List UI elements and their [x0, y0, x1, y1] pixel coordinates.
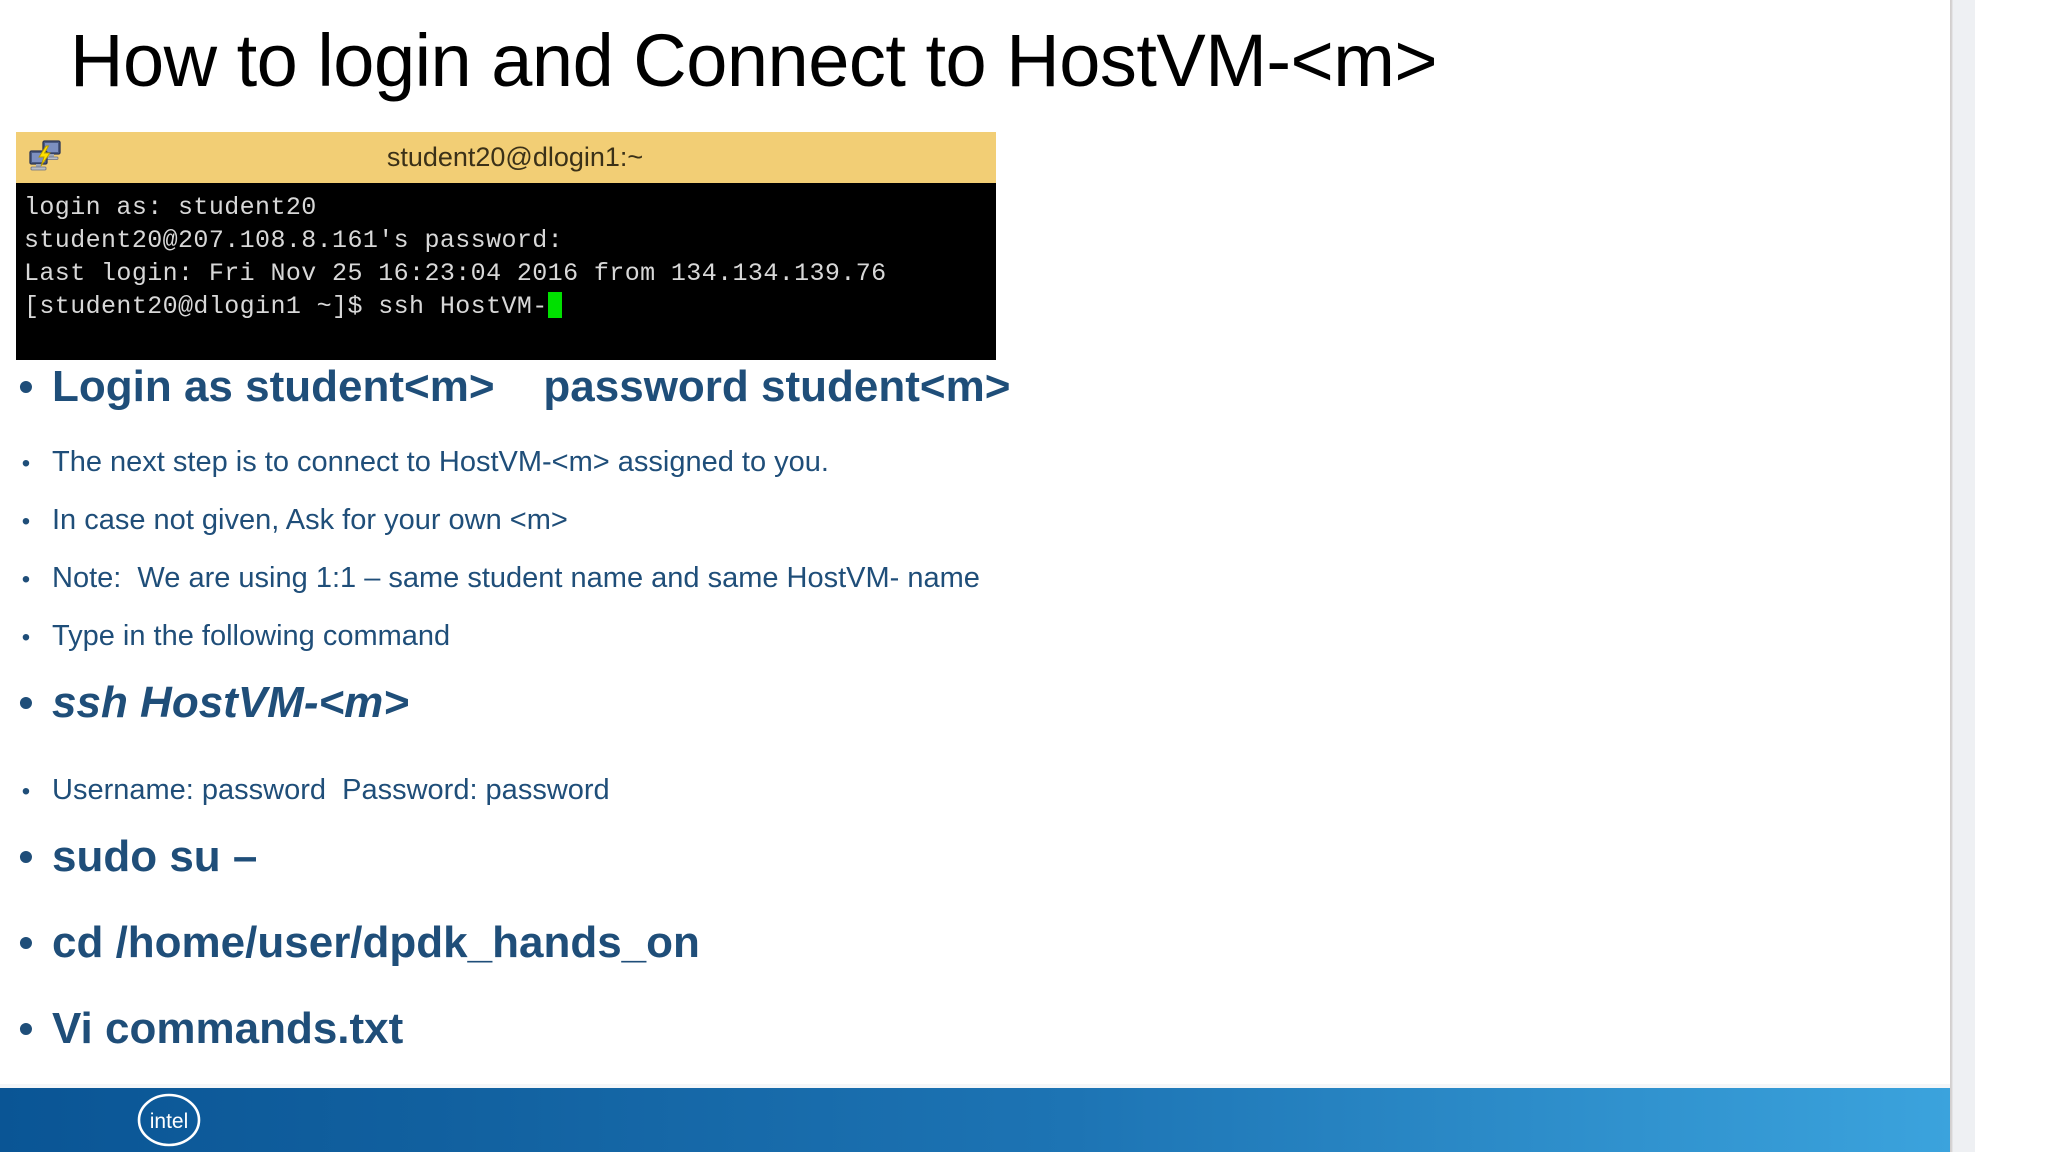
- list-item: • ssh HostVM-<m>: [0, 678, 1950, 774]
- list-item-label: The next step is to connect to HostVM-<m…: [52, 446, 829, 478]
- svg-text:intel: intel: [150, 1110, 189, 1133]
- page-edge-divider: [1950, 0, 1953, 1152]
- terminal-line: login as: student20: [24, 193, 317, 222]
- bullet-marker: •: [18, 1005, 34, 1052]
- terminal-line: student20@207.108.8.161's password:: [24, 226, 564, 255]
- list-item: • Vi commands.txt: [0, 1004, 1950, 1090]
- presentation-slide: How to login and Connect to HostVM-<m>: [0, 19, 1950, 1152]
- bullet-marker: •: [18, 363, 34, 410]
- terminal-window-title: student20@dlogin1:~: [386, 142, 644, 172]
- page-outside-area: [1975, 0, 2048, 1152]
- list-item: • cd /home/user/dpdk_hands_on: [0, 918, 1950, 1004]
- bullet-marker: •: [18, 833, 34, 880]
- list-item-label: Login as student<m> password student<m>: [52, 362, 1011, 411]
- bullet-marker: •: [21, 624, 31, 651]
- footer-bar: [0, 1088, 1950, 1152]
- terminal-line: [student20@dlogin1 ~]$ ssh HostVM-: [24, 292, 548, 321]
- bullet-marker: •: [18, 919, 34, 966]
- bullet-marker: •: [21, 778, 31, 805]
- list-item-label: cd /home/user/dpdk_hands_on: [52, 918, 700, 967]
- list-item-label: Username: password Password: password: [52, 774, 610, 806]
- list-item-label: Type in the following command: [52, 620, 451, 652]
- list-item-label: Note: We are using 1:1 – same student na…: [52, 562, 980, 594]
- list-item-label: ssh HostVM-<m>: [52, 678, 409, 727]
- terminal-cursor: [547, 292, 562, 318]
- list-item: • sudo su –: [0, 832, 1950, 918]
- list-item: • Type in the following command: [0, 620, 1950, 678]
- terminal-titlebar: student20@dlogin1:~: [16, 132, 996, 183]
- bullet-marker: •: [18, 679, 34, 726]
- terminal-line: Last login: Fri Nov 25 16:23:04 2016 fro…: [24, 259, 887, 288]
- bullet-marker: •: [21, 508, 31, 535]
- bullet-list: • Login as student<m> password student<m…: [0, 362, 1950, 1090]
- list-item: • In case not given, Ask for your own <m…: [0, 504, 1950, 562]
- bullet-marker: •: [21, 450, 31, 477]
- list-item-label: In case not given, Ask for your own <m>: [52, 504, 568, 536]
- bullet-marker: •: [21, 566, 31, 593]
- list-item-label: Vi commands.txt: [52, 1004, 404, 1053]
- list-item: • The next step is to connect to HostVM-…: [0, 446, 1950, 504]
- list-item: • Username: password Password: password: [0, 774, 1950, 832]
- putty-terminal-window: student20@dlogin1:~ login as: student20 …: [16, 132, 996, 360]
- putty-icon: [26, 138, 64, 176]
- list-item: • Login as student<m> password student<m…: [0, 362, 1950, 446]
- list-item-label: sudo su –: [52, 832, 258, 881]
- terminal-output: login as: student20 student20@207.108.8.…: [16, 183, 996, 360]
- page-gutter: [1953, 0, 1975, 1152]
- page-title: How to login and Connect to HostVM-<m>: [70, 19, 1438, 102]
- footer-divider: [0, 1084, 1950, 1088]
- list-item: • Note: We are using 1:1 – same student …: [0, 562, 1950, 620]
- intel-logo: intel: [130, 1092, 208, 1148]
